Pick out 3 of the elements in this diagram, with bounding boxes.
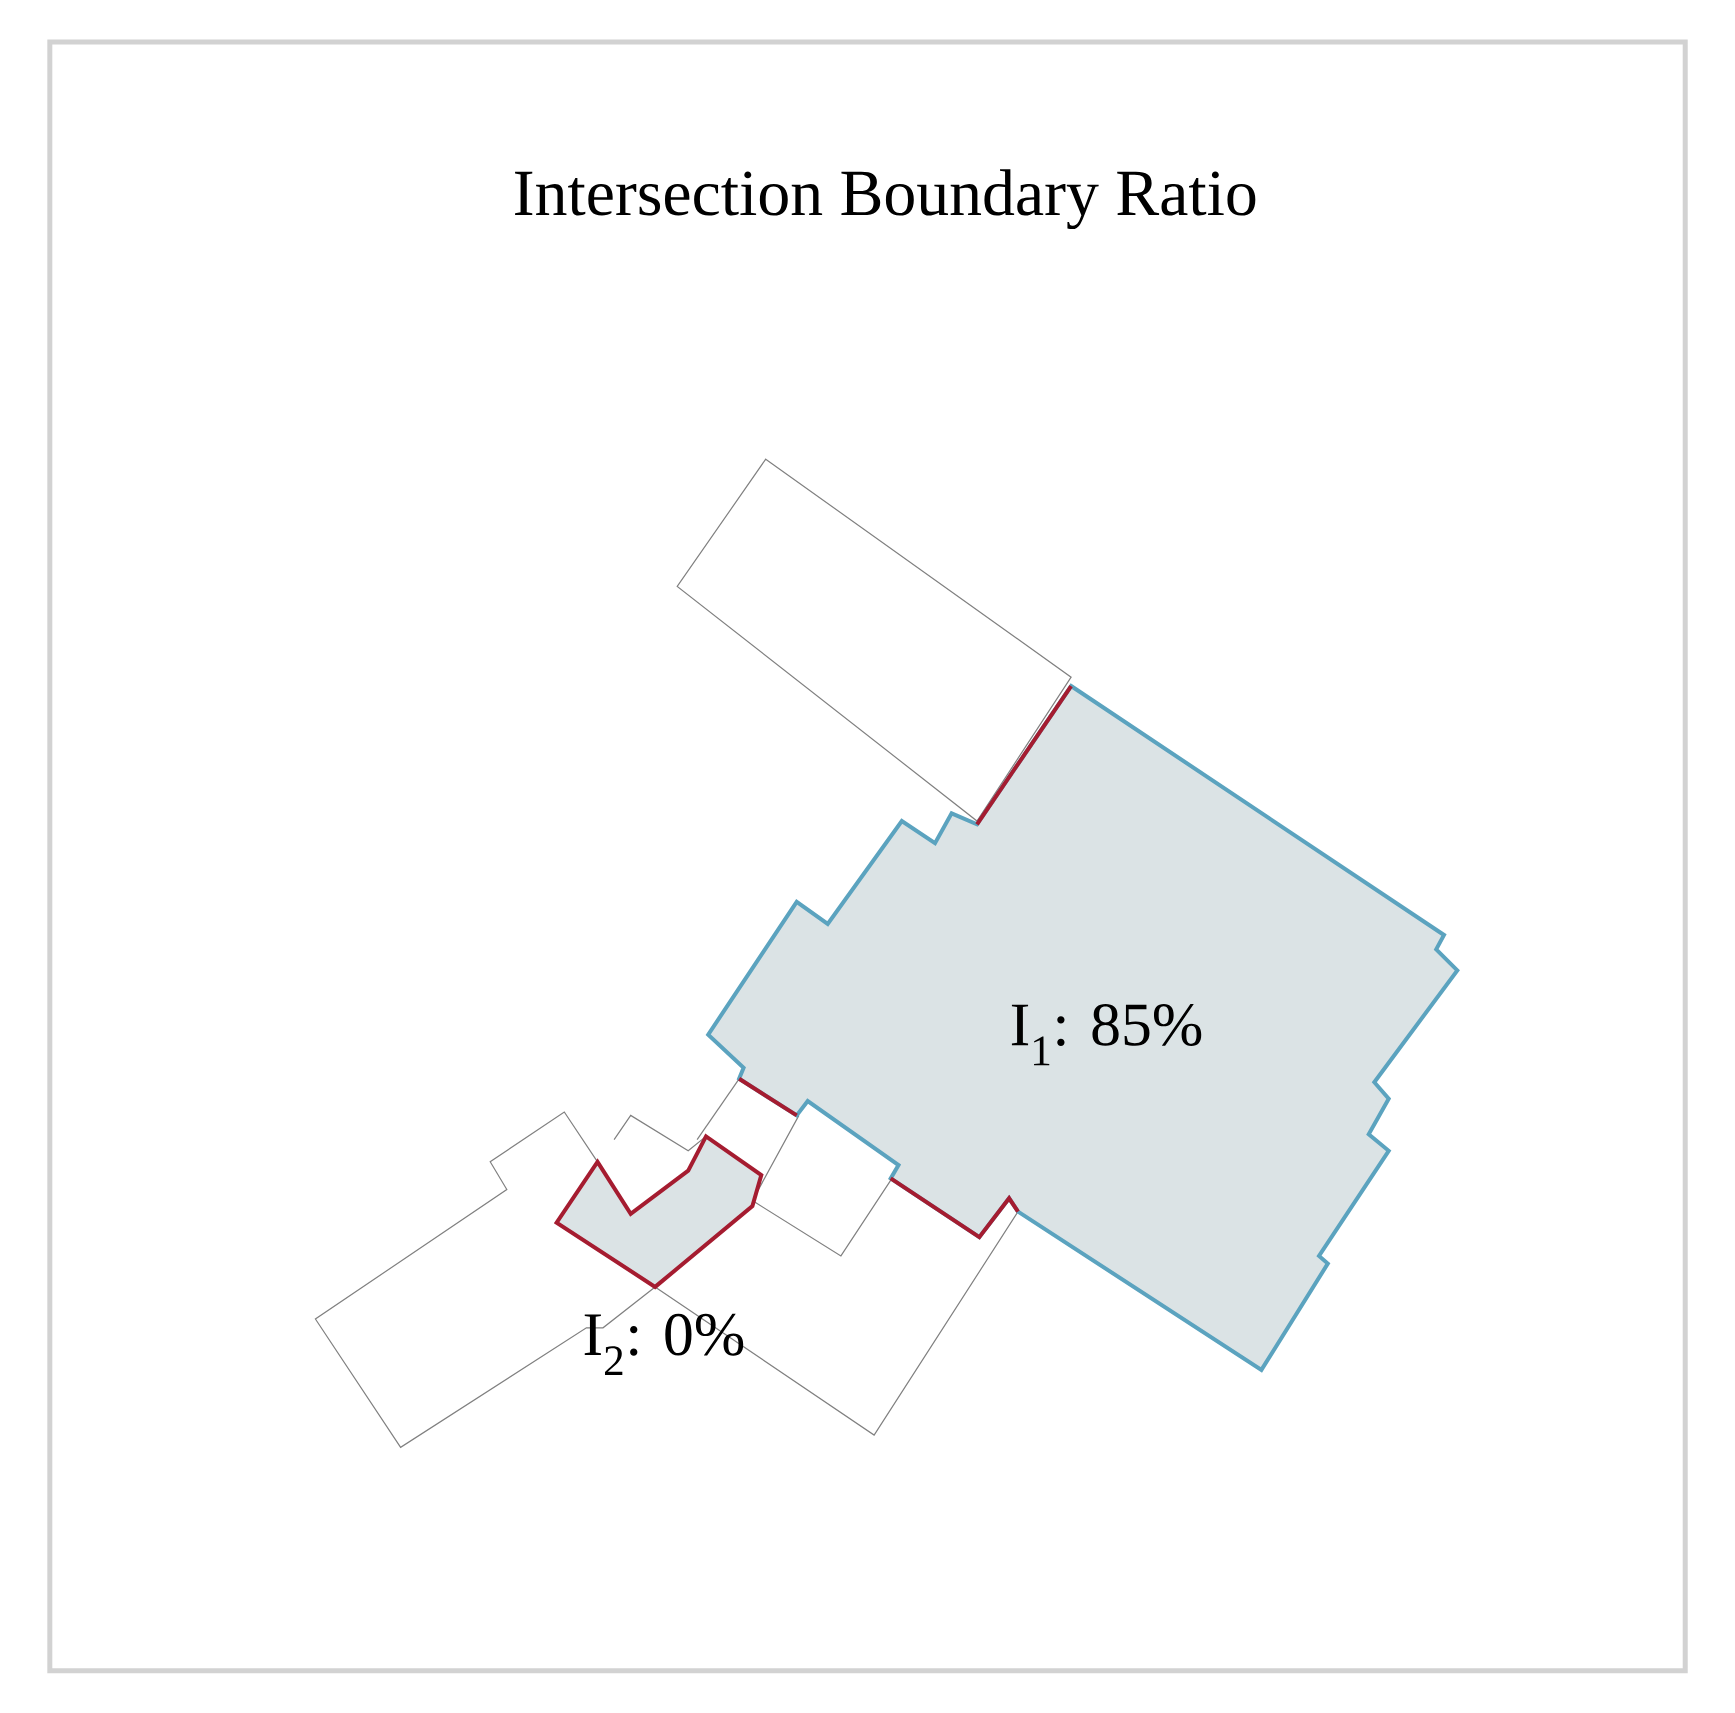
area-label: I$_{2}$: 0% xyxy=(584,1313,744,1375)
area-label: I$_{1}$: 85% xyxy=(1011,1004,1202,1066)
title: Intersection Boundary Ratio xyxy=(515,169,1256,230)
